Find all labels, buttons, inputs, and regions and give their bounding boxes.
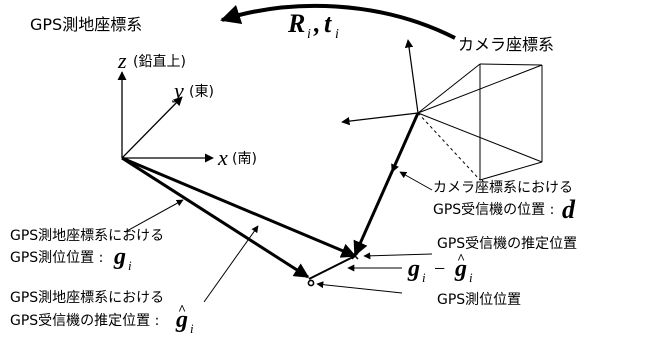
x-axis-label: x (南) [217, 145, 257, 170]
camera-axis-left [341, 112, 419, 126]
y-axis-label: y (東) [172, 78, 214, 103]
camera-axis-up [404, 39, 419, 114]
frame-transform-arrow [220, 3, 456, 40]
svg-text:GPS測地座標系における: GPS測地座標系における [10, 290, 164, 306]
gps-measured-pointer [316, 281, 403, 294]
z-axis-label: z (鉛直上) [117, 48, 186, 73]
d-pointer-arrow [399, 171, 433, 191]
gps-measured-point [307, 279, 315, 287]
svg-text:(南): (南) [232, 151, 257, 167]
gps-measured-annotation: GPS測地座標系における GPS測位位置 : g i [10, 228, 164, 273]
difference-label: g i − g ^ i [407, 252, 473, 285]
svg-text:^: ^ [457, 252, 465, 267]
receiver-estimate-label: GPS受信機の推定位置 [437, 236, 577, 252]
svg-text:g: g [113, 244, 126, 270]
svg-text:x: x [217, 145, 228, 170]
svg-text:(東): (東) [189, 84, 214, 100]
svg-text:g: g [454, 256, 467, 282]
svg-text:−: − [434, 258, 445, 280]
svg-text:i: i [190, 321, 194, 336]
svg-text:i: i [469, 270, 473, 285]
svg-text:i: i [128, 258, 132, 273]
svg-text:i: i [307, 27, 311, 42]
svg-text:R: R [287, 9, 305, 38]
svg-text:GPS測位位置 :: GPS測位位置 : [10, 250, 103, 266]
origin-to-gps-vector [121, 156, 310, 279]
camera-receiver-annotation: カメラ座標系における GPS受信機の位置 : d [433, 180, 576, 224]
svg-text:,: , [313, 9, 321, 38]
camera-frame-label: カメラ座標系 [458, 35, 554, 54]
estimate-annotation: GPS測地座標系における GPS受信機の推定位置 : g ^ i [10, 290, 194, 336]
gps-frame-label: GPS測地座標系 [30, 15, 142, 34]
origin-to-estimate-vector [121, 156, 357, 258]
y-axis-arrow [121, 96, 183, 159]
svg-text:カメラ座標系における: カメラ座標系における [433, 180, 573, 196]
svg-text:(鉛直上): (鉛直上) [133, 53, 186, 70]
camera-to-receiver-vector [353, 112, 420, 257]
svg-text:GPS受信機の推定位置 :: GPS受信機の推定位置 : [10, 313, 159, 329]
estimate-to-gps-vector [308, 255, 356, 280]
rotation-translation-label: R i , t i [287, 9, 339, 42]
svg-text:z: z [117, 48, 127, 73]
svg-text:GPS受信機の位置 :: GPS受信機の位置 : [433, 202, 554, 218]
g-pointer-arrow [124, 199, 184, 233]
svg-text:d: d [562, 195, 576, 224]
camera-frustum [417, 63, 543, 181]
svg-text:t: t [324, 9, 332, 38]
svg-text:y: y [172, 78, 184, 103]
svg-text:GPS測地座標系における: GPS測地座標系における [10, 228, 164, 244]
svg-text:^: ^ [178, 303, 186, 318]
svg-text:g: g [175, 307, 188, 333]
svg-text:i: i [335, 27, 339, 42]
est-pointer-arrow [203, 225, 259, 303]
svg-text:g: g [407, 256, 420, 282]
svg-text:i: i [422, 270, 426, 285]
gps-measured-label: GPS測位位置 [437, 292, 521, 308]
estimated-position-point [351, 252, 359, 260]
receiver-est-pointer [363, 252, 433, 260]
